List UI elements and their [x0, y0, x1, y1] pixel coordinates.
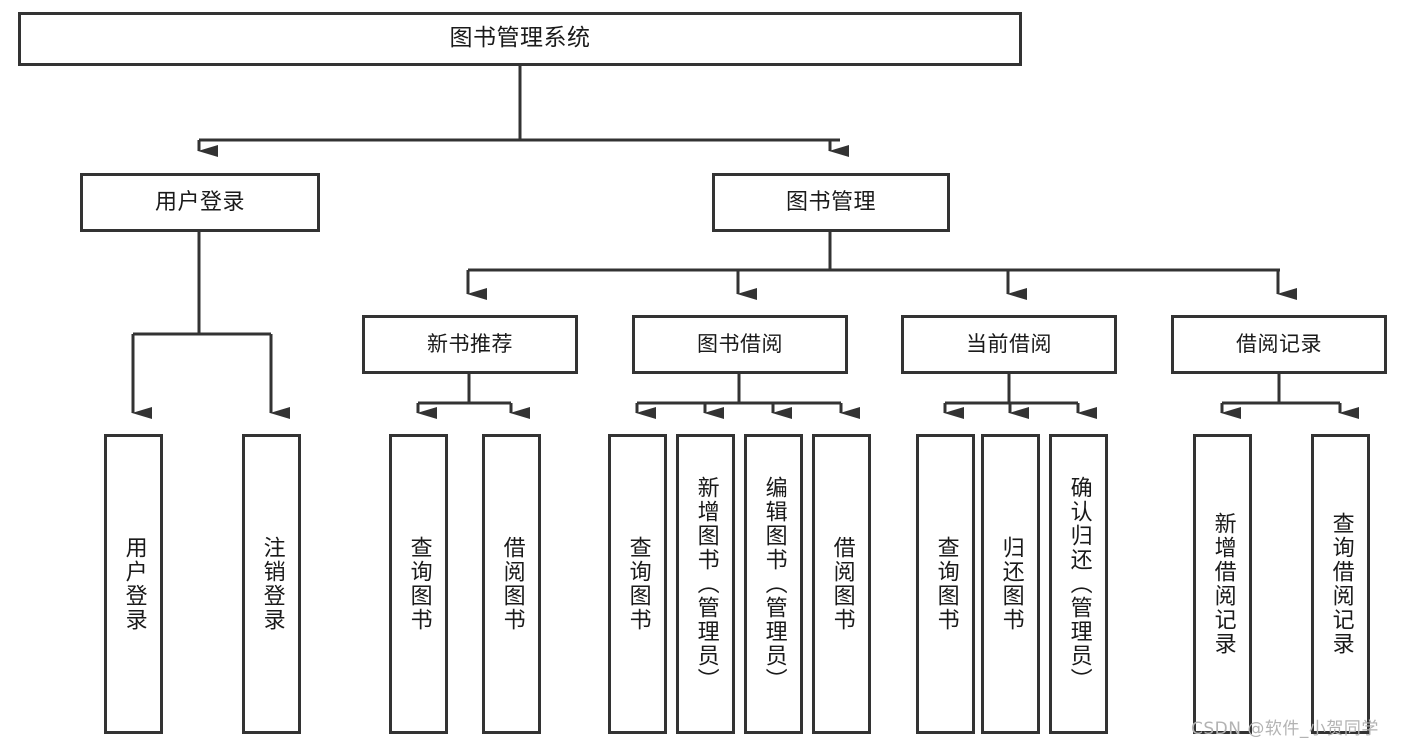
node-book-borrow[interactable]: 图书借阅	[632, 315, 848, 374]
node-user-login[interactable]: 用户登录	[80, 173, 320, 232]
leaf-confirm-return[interactable]: 确认归还（管理员）	[1049, 434, 1108, 734]
leaf-borrow-book-2-label: 借阅图书	[829, 536, 855, 632]
leaf-add-book[interactable]: 新增图书（管理员）	[676, 434, 735, 734]
node-root-label: 图书管理系统	[449, 25, 591, 52]
node-new-book-recommend[interactable]: 新书推荐	[362, 315, 578, 374]
leaf-borrow-book-2[interactable]: 借阅图书	[812, 434, 871, 734]
leaf-query-borrow-record[interactable]: 查询借阅记录	[1311, 434, 1370, 734]
node-borrow-record-label: 借阅记录	[1236, 332, 1322, 357]
leaf-add-borrow-record-label: 新增借阅记录	[1210, 512, 1236, 656]
leaf-logout[interactable]: 注销登录	[242, 434, 301, 734]
leaf-edit-book-label: 编辑图书（管理员）	[761, 476, 787, 692]
leaf-user-login-label: 用户登录	[121, 536, 147, 632]
leaf-borrow-book-1[interactable]: 借阅图书	[482, 434, 541, 734]
leaf-user-login[interactable]: 用户登录	[104, 434, 163, 734]
node-user-login-label: 用户登录	[154, 189, 245, 215]
leaf-confirm-return-label: 确认归还（管理员）	[1066, 476, 1092, 692]
node-book-management-label: 图书管理	[785, 189, 876, 215]
leaf-query-book-3[interactable]: 查询图书	[916, 434, 975, 734]
leaf-add-borrow-record[interactable]: 新增借阅记录	[1193, 434, 1252, 734]
leaf-query-book-1-label: 查询图书	[406, 536, 432, 632]
node-current-borrow-label: 当前借阅	[966, 332, 1052, 357]
leaf-borrow-book-1-label: 借阅图书	[499, 536, 525, 632]
node-book-borrow-label: 图书借阅	[697, 332, 783, 357]
node-current-borrow[interactable]: 当前借阅	[901, 315, 1117, 374]
node-new-book-recommend-label: 新书推荐	[427, 332, 513, 357]
leaf-return-book[interactable]: 归还图书	[981, 434, 1040, 734]
node-root[interactable]: 图书管理系统	[18, 12, 1022, 66]
node-book-management[interactable]: 图书管理	[712, 173, 950, 232]
leaf-edit-book[interactable]: 编辑图书（管理员）	[744, 434, 803, 734]
leaf-query-borrow-record-label: 查询借阅记录	[1328, 512, 1354, 656]
leaf-query-book-1[interactable]: 查询图书	[389, 434, 448, 734]
leaf-query-book-2-label: 查询图书	[625, 536, 651, 632]
leaf-logout-label: 注销登录	[259, 536, 285, 632]
leaf-return-book-label: 归还图书	[998, 536, 1024, 632]
node-borrow-record[interactable]: 借阅记录	[1171, 315, 1387, 374]
leaf-query-book-2[interactable]: 查询图书	[608, 434, 667, 734]
leaf-add-book-label: 新增图书（管理员）	[693, 476, 719, 692]
watermark: CSDN @软件_小贺同学	[1191, 719, 1379, 739]
leaf-query-book-3-label: 查询图书	[933, 536, 959, 632]
